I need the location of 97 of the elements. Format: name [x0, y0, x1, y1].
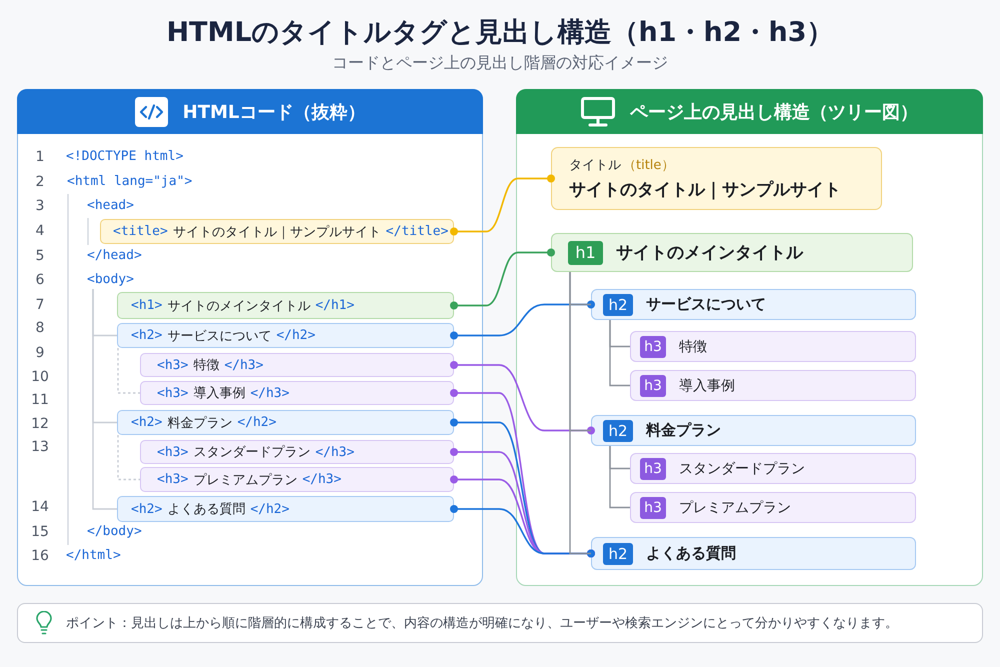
html-tag: </h2> — [276, 328, 316, 343]
line-number: 8 — [36, 319, 44, 337]
line-number: 13 — [31, 438, 49, 456]
line-number: 14 — [31, 498, 49, 516]
diagram-title: HTMLのタイトルタグと見出し構造（h1・h2・h3） — [166, 16, 834, 50]
level-badge: h3 — [640, 496, 666, 518]
tree-line — [117, 435, 140, 480]
level-badge: h2 — [603, 420, 633, 442]
line-number: 6 — [36, 271, 44, 289]
heading-text: 特徴 — [679, 338, 707, 356]
heading-node — [630, 331, 916, 362]
code-line: <head> — [87, 197, 134, 215]
html-tag: </title> — [386, 224, 448, 239]
heading-node — [551, 233, 913, 272]
tree-line — [117, 348, 140, 394]
panel-title: HTMLコード（抜粋） — [182, 100, 366, 124]
heading-text: スタンダードプラン — [193, 444, 310, 461]
line-number: 16 — [31, 547, 49, 565]
heading-text: スタンダードプラン — [679, 460, 805, 478]
html-tag: <h3> — [157, 386, 188, 400]
tree-line — [609, 320, 630, 386]
tree-panel — [516, 89, 983, 586]
card-label: タイトル — [569, 157, 621, 174]
heading-text: 導入事例 — [679, 376, 735, 394]
heading-text: サイトのメインタイトル — [167, 298, 310, 314]
heading-text: 料金プラン — [167, 414, 232, 432]
html-tag: <h2> — [131, 502, 162, 516]
line-number: 1 — [36, 148, 44, 166]
html-tag: </h3> — [302, 472, 342, 487]
line-number: 7 — [36, 296, 44, 314]
html-tag: </h3> — [224, 358, 264, 372]
html-tag: <h3> — [157, 472, 188, 487]
tag-name: （title） — [623, 157, 674, 174]
heading-text: プレミアムプラン — [193, 472, 298, 488]
code-line: <html lang="ja"> — [67, 173, 192, 191]
level-badge: h3 — [640, 458, 666, 480]
tree-line — [569, 272, 591, 554]
connector-line — [450, 300, 595, 340]
line-number: 10 — [31, 368, 49, 386]
heading-text: サービスについて — [167, 328, 272, 344]
line-number: 9 — [36, 344, 44, 362]
heading-text: よくある質問 — [167, 501, 246, 518]
html-tag: </h3> — [315, 444, 354, 460]
panel-title: ページ上の見出し構造（ツリー図） — [630, 100, 918, 124]
level-badge: h2 — [603, 542, 633, 564]
level-badge: h3 — [640, 374, 666, 396]
html-tag: <h3> — [157, 358, 188, 372]
line-number: 11 — [31, 391, 49, 409]
connector-line — [450, 248, 555, 310]
heading-text: サイトのタイトル｜サンプルサイト — [172, 224, 381, 240]
heading-node — [591, 537, 916, 570]
page-title-text: サイトのタイトル｜サンプルサイト — [569, 179, 842, 201]
connector-line — [450, 505, 595, 558]
connector-line — [450, 361, 595, 434]
line-number: 3 — [36, 197, 44, 215]
line-number: 5 — [36, 247, 44, 265]
html-tag: <title> — [113, 224, 168, 239]
line-number: 12 — [31, 415, 49, 433]
heading-node — [630, 370, 916, 401]
code-line: </head> — [87, 247, 142, 265]
html-tag: </h3> — [250, 386, 290, 400]
line-number: 15 — [31, 523, 49, 541]
heading-text: よくある質問 — [646, 544, 736, 563]
level-badge: h1 — [568, 240, 603, 264]
note-box — [17, 603, 983, 643]
heading-node — [630, 453, 916, 484]
html-tag: </h2> — [250, 502, 290, 516]
line-number: 4 — [36, 222, 44, 240]
code-line: <body> — [87, 271, 134, 289]
tree-line — [609, 446, 630, 508]
code-line: </body> — [87, 523, 142, 541]
heading-node — [591, 289, 916, 320]
heading-node — [591, 415, 916, 446]
tree-line — [92, 289, 117, 510]
level-badge: h3 — [640, 336, 666, 358]
subtitle: コードとページ上の見出し階層の対応イメージ — [332, 52, 668, 74]
code-line: <!DOCTYPE html> — [66, 148, 184, 166]
code-line: </html> — [66, 547, 121, 565]
html-tag: </h2> — [237, 415, 276, 430]
heading-text: 料金プラン — [646, 421, 721, 440]
level-badge: h2 — [603, 294, 633, 316]
heading-text: サイトのメインタイトル — [616, 242, 803, 264]
html-tag: <h2> — [131, 328, 162, 343]
code-panel — [17, 89, 483, 586]
connector-line — [450, 174, 555, 236]
note-text: ポイント：見出しは上から順に階層的に構成することで、内容の構造が明確になり、ユーザーや検索エンジンにとって分かりやすくなります。 — [66, 615, 898, 632]
heading-node — [630, 492, 916, 523]
title-card — [551, 147, 882, 210]
html-tag: <h1> — [131, 298, 162, 313]
heading-text: サービスについて — [646, 295, 766, 314]
line-number: 2 — [36, 173, 44, 191]
html-tag: <h2> — [131, 415, 162, 430]
html-tag: </h1> — [315, 298, 354, 313]
html-tag: <h3> — [157, 444, 188, 460]
heading-text: 導入事例 — [193, 385, 246, 402]
heading-text: 特徴 — [193, 357, 220, 374]
heading-text: プレミアムプラン — [679, 498, 791, 516]
